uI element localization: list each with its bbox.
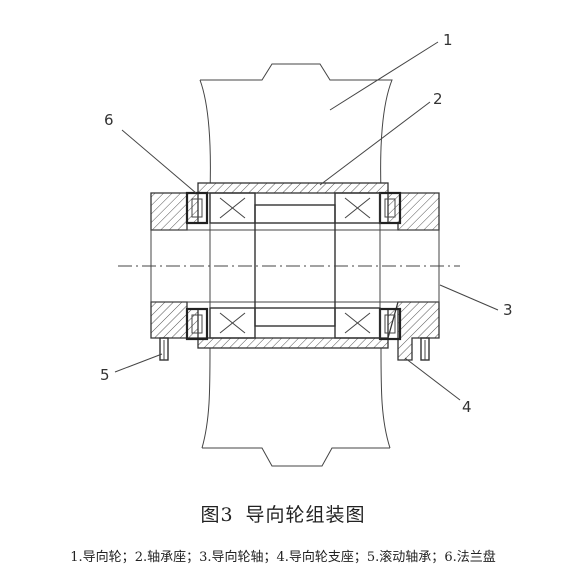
parts-legend: 1.导向轮；2.轴承座；3.导向轮轴；4.导向轮支座；5.滚动轴承；6.法兰盘 xyxy=(0,546,566,565)
right-support-lower xyxy=(387,301,440,361)
legend-item: 1.导向轮； xyxy=(70,550,135,565)
figure-title: 图3 导向轮组装图 xyxy=(0,500,566,527)
rolling-bearing-bottom-left xyxy=(209,307,256,339)
center-hub-bottom xyxy=(254,307,336,327)
center-hub-top xyxy=(254,204,336,224)
leader-3 xyxy=(439,284,499,311)
callout-6: 6 xyxy=(104,111,114,129)
rolling-bearing-top-left xyxy=(209,192,256,224)
legend-item: 6.法兰盘 xyxy=(444,550,496,565)
bearing-seat-top xyxy=(197,182,389,194)
legend-item: 4.导向轮支座； xyxy=(276,550,367,565)
callout-5: 5 xyxy=(100,366,110,384)
figure-caption: 导向轮组装图 xyxy=(245,504,366,526)
callout-3: 3 xyxy=(503,301,513,319)
callout-2: 2 xyxy=(433,90,443,108)
left-support-upper xyxy=(150,192,199,231)
bolt-bottom-right xyxy=(420,337,430,361)
flange-top-left xyxy=(185,191,209,225)
right-support-upper xyxy=(387,192,440,231)
rolling-bearing-top-right xyxy=(334,192,381,224)
guide-wheel-outline xyxy=(199,63,393,467)
guide-wheel-assembly-drawing: 1 2 3 4 5 6 xyxy=(100,31,513,467)
left-support-lower xyxy=(150,301,199,339)
legend-item: 3.导向轮轴； xyxy=(199,550,277,565)
legend-item: 2.轴承座； xyxy=(134,550,200,565)
leader-1 xyxy=(329,41,439,111)
flange-bottom-left xyxy=(185,307,209,341)
bearing-seat-bottom xyxy=(197,337,389,349)
leader-6 xyxy=(121,129,197,194)
bolt-bottom-left xyxy=(159,337,169,361)
rolling-bearing-bottom-right xyxy=(334,307,381,339)
leader-4 xyxy=(404,357,461,401)
figure-number: 图3 xyxy=(200,504,234,526)
leader-2 xyxy=(319,101,431,186)
callout-1: 1 xyxy=(443,31,453,49)
leader-5 xyxy=(114,353,163,373)
callout-4: 4 xyxy=(462,398,472,416)
legend-item: 5.滚动轴承； xyxy=(366,550,445,565)
